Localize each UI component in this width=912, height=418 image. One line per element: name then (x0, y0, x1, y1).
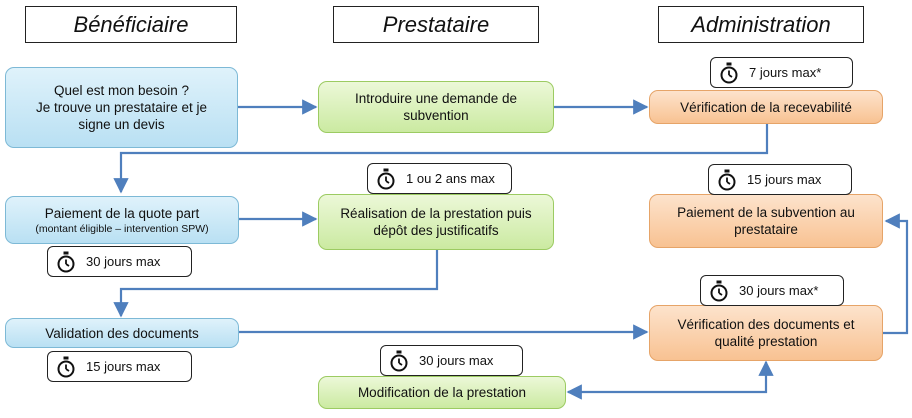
box-verification-recevabilite: Vérification de la recevabilité (649, 90, 883, 124)
box-paiement-quote-part: Paiement de la quote part (montant éligi… (5, 196, 239, 244)
timer-label: 15 jours max (86, 359, 161, 374)
stopwatch-icon (377, 168, 395, 189)
box-paiement-subvention-line: Paiement de la subvention au (677, 205, 855, 220)
timer-label: 30 jours max (419, 353, 494, 368)
box-besoin-line: Je trouve un prestataire et je (35, 100, 208, 115)
timer-badge-quote-part: 30 jours max (47, 246, 192, 277)
timer-label: 7 jours max* (749, 65, 822, 80)
box-verification-documents-line: Vérification des documents et (677, 317, 855, 332)
timer-label: 1 ou 2 ans max (406, 171, 495, 186)
box-modification-prestation: Modification de la prestation (318, 376, 566, 409)
header-administration-label: Administration (691, 11, 831, 37)
arrow-verification-to-paiement-subvention (883, 213, 909, 335)
timer-badge-realisation: 1 ou 2 ans max (367, 163, 512, 194)
header-prestataire-label: Prestataire (382, 11, 490, 37)
stopwatch-icon (390, 350, 408, 371)
timer-badge-verification-documents: 30 jours max* (700, 275, 844, 306)
box-verification-documents: Vérification des documents et qualité pr… (649, 305, 883, 361)
header-prestataire: Prestataire (333, 6, 539, 43)
header-administration: Administration (658, 6, 864, 43)
timer-badge-modification: 30 jours max (380, 345, 523, 376)
box-paiement-subvention: Paiement de la subvention au prestataire (649, 194, 883, 248)
box-besoin-line: signe un devis (78, 117, 165, 132)
stopwatch-icon (57, 356, 75, 377)
timer-badge-paiement-subvention: 15 jours max (708, 164, 852, 195)
box-modification-line: Modification de la prestation (357, 385, 527, 400)
box-introduire-demande: Introduire une demande de subvention (318, 81, 554, 133)
box-introduire-line: Introduire une demande de (354, 91, 518, 106)
box-besoin-line: Quel est mon besoin ? (53, 83, 190, 98)
box-validation-documents: Validation des documents (5, 318, 239, 348)
box-realisation-prestation: Réalisation de la prestation puis dépôt … (318, 194, 554, 250)
box-realisation-line: dépôt des justificatifs (373, 223, 499, 238)
header-beneficiaire-label: Bénéficiaire (73, 11, 189, 37)
box-verification-recevabilite-line: Vérification de la recevabilité (680, 99, 852, 115)
stopwatch-icon (710, 280, 728, 301)
timer-label: 30 jours max (86, 254, 161, 269)
box-besoin: Quel est mon besoin ? Je trouve un prest… (5, 67, 238, 148)
box-validation-line: Validation des documents (45, 325, 199, 341)
box-introduire-line: subvention (403, 108, 469, 123)
box-paiement-quote-part-line: Paiement de la quote part (44, 205, 200, 221)
box-paiement-quote-part-note: (montant éligible – intervention SPW) (35, 222, 209, 235)
box-realisation-line: Réalisation de la prestation puis (340, 206, 532, 221)
timer-badge-validation: 15 jours max (47, 351, 192, 382)
header-beneficiaire: Bénéficiaire (25, 6, 237, 43)
stopwatch-icon (718, 169, 736, 190)
timer-label: 30 jours max* (739, 283, 819, 298)
arrow-realisation-to-validation (113, 250, 439, 318)
arrow-modification-verification (566, 360, 774, 400)
stopwatch-icon (720, 62, 738, 83)
stopwatch-icon (57, 251, 75, 272)
box-verification-documents-line: qualité prestation (714, 334, 818, 349)
box-paiement-subvention-line: prestataire (734, 222, 798, 237)
timer-label: 15 jours max (747, 172, 822, 187)
arrow-recevabilite-to-quote-part (113, 124, 769, 194)
timer-badge-recevabilite: 7 jours max* (710, 57, 853, 88)
